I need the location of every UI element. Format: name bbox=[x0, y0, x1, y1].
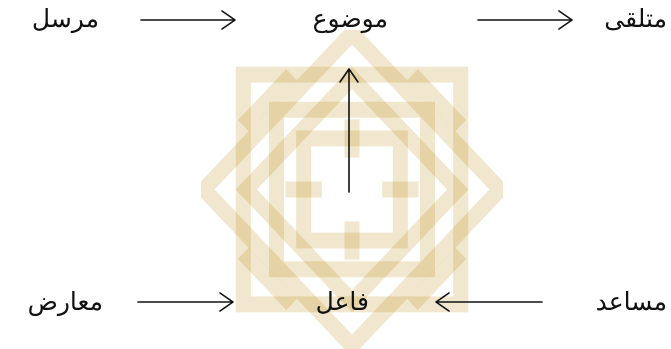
arrow-sender-to-object bbox=[141, 11, 235, 29]
arrow-subject-to-object bbox=[340, 69, 358, 192]
arrow-opponent-to-subject bbox=[138, 293, 233, 311]
arrow-object-to-receiver bbox=[478, 11, 572, 29]
arrow-helper-to-subject bbox=[436, 293, 542, 311]
